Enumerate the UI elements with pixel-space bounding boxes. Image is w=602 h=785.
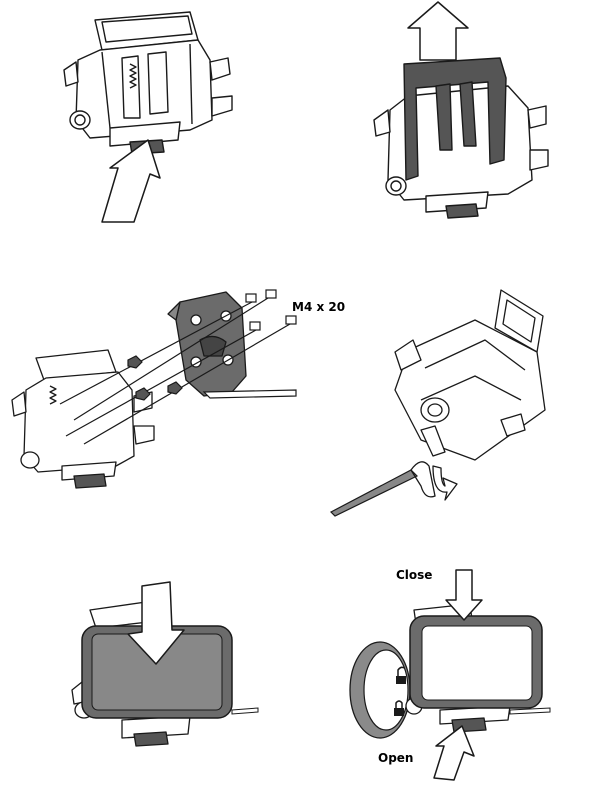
screw-spec-label: M4 x 20 bbox=[292, 300, 346, 314]
cradle-mount-tilted bbox=[394, 289, 546, 461]
screws bbox=[59, 289, 297, 445]
cradle-mount bbox=[11, 349, 155, 489]
unlock-icon bbox=[396, 666, 406, 684]
strap-ring bbox=[349, 641, 411, 739]
arrow-up-right-icon bbox=[101, 139, 161, 223]
rotate-arrow-icon bbox=[432, 465, 458, 501]
gps-device bbox=[409, 615, 543, 709]
step-5-insert-device bbox=[60, 570, 280, 770]
open-label: Open bbox=[378, 751, 414, 765]
zip-tie bbox=[329, 469, 419, 517]
close-label: Close bbox=[396, 568, 433, 582]
step-6-lock-device: Close Open bbox=[340, 560, 580, 785]
arrow-down-icon bbox=[445, 569, 483, 621]
cradle-mount bbox=[63, 11, 233, 155]
step-4-secure-tie bbox=[325, 280, 595, 520]
arrow-down-icon bbox=[127, 581, 185, 665]
cradle-mount bbox=[373, 57, 549, 219]
allen-key bbox=[202, 389, 297, 399]
lock-icon bbox=[394, 700, 404, 716]
step-3-attach-plate: M4 x 20 bbox=[0, 280, 350, 500]
arrow-up-icon bbox=[433, 725, 475, 781]
gps-device bbox=[81, 625, 233, 719]
back-plate bbox=[167, 291, 247, 397]
arrow-up-icon bbox=[407, 1, 469, 61]
step-2-lift-slider bbox=[360, 0, 580, 230]
step-1-push-cradle bbox=[40, 0, 270, 230]
